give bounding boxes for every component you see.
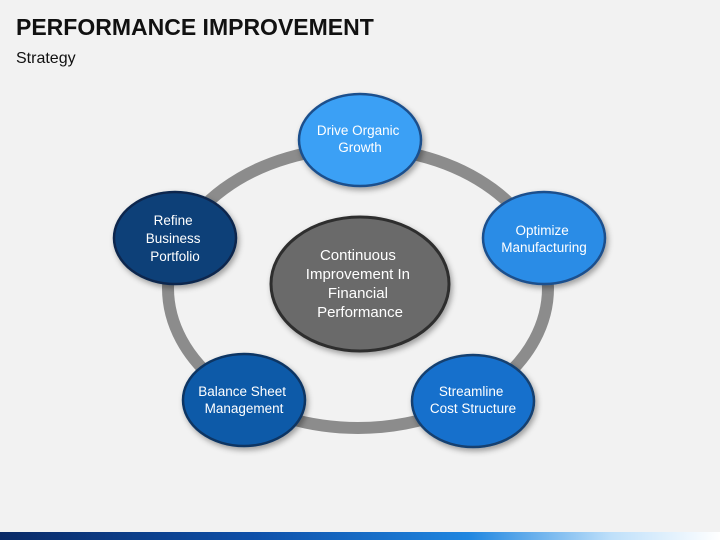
node-label-line: Management: [205, 401, 284, 416]
center-label: Continuous Improvement In Financial Perf…: [306, 247, 414, 321]
slide-subtitle: Strategy: [16, 50, 76, 67]
node-label-line: Optimize: [515, 223, 568, 238]
node-label-line: Portfolio: [150, 249, 200, 264]
node-ellipse: [112, 190, 238, 286]
slide-title: PERFORMANCE IMPROVEMENT: [16, 14, 374, 40]
node-label: Streamline Cost Structure: [430, 384, 516, 416]
center-label-line: Performance: [317, 304, 403, 321]
node-ellipse: [297, 92, 423, 188]
node-label: Drive Organic Growth: [317, 123, 403, 155]
bottom-accent-bar: [0, 532, 720, 540]
node-ellipse: [181, 352, 307, 448]
node-label: Balance Sheet Management: [198, 384, 290, 416]
center-ellipse: [269, 215, 451, 353]
node-label-line: Streamline: [439, 384, 504, 399]
node-label-line: Refine: [154, 213, 193, 228]
node-balance-sheet-management: Balance Sheet Management: [181, 352, 307, 448]
node-ellipse: [410, 353, 536, 449]
node-label-line: Cost Structure: [430, 401, 516, 416]
node-label: Optimize Manufacturing: [501, 223, 587, 255]
node-label-line: Balance Sheet: [198, 384, 286, 399]
node-label-line: Drive Organic: [317, 123, 400, 138]
node-streamline-cost-structure: Streamline Cost Structure: [410, 353, 536, 449]
center-label-line: Continuous: [320, 247, 396, 264]
node-label-line: Manufacturing: [501, 240, 587, 255]
center-node: Continuous Improvement In Financial Perf…: [269, 215, 451, 353]
node-drive-organic-growth: Drive Organic Growth: [297, 92, 423, 188]
node-refine-business-portfolio: Refine Business Portfolio: [112, 190, 238, 286]
node-label: Refine Business Portfolio: [146, 213, 205, 264]
center-label-line: Financial: [328, 285, 388, 302]
node-label-line: Business: [146, 231, 201, 246]
center-label-line: Improvement In: [306, 266, 410, 283]
node-label-line: Growth: [338, 140, 382, 155]
node-optimize-manufacturing: Optimize Manufacturing: [481, 190, 607, 286]
node-ellipse: [481, 190, 607, 286]
